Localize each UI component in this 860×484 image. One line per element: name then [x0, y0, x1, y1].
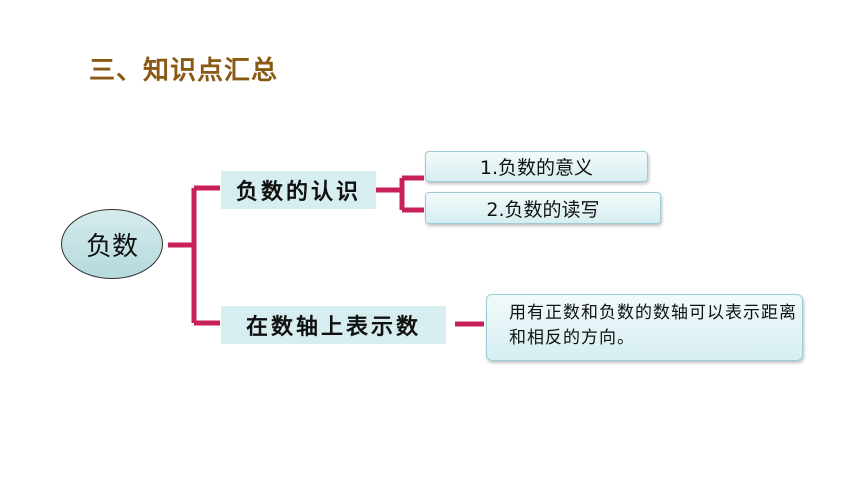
branch-node-recognition: 负数的认识 [221, 171, 376, 209]
section-title: 三、知识点汇总 [89, 56, 279, 86]
branch-node-number-line: 在数轴上表示数 [221, 306, 446, 344]
leaf-node-meaning: 1.负数的意义 [425, 151, 648, 182]
leaf-node-read-write: 2.负数的读写 [425, 192, 661, 224]
description-box: 用有正数和负数的数轴可以表示距离和相反的方向。 [486, 294, 803, 361]
root-node: 负数 [61, 209, 163, 279]
